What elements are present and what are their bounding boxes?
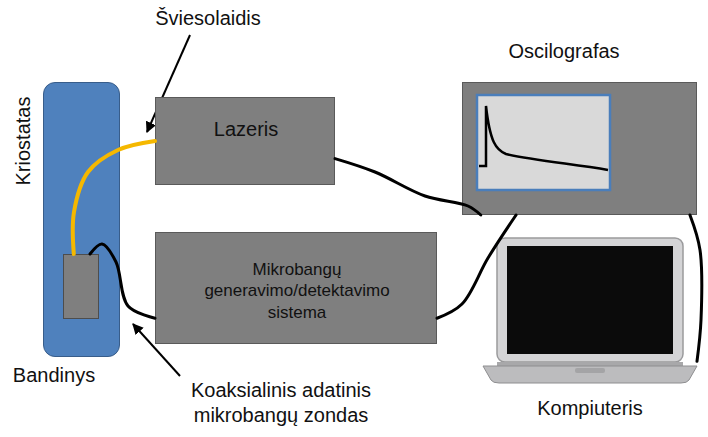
box-label: Lazeris — [214, 117, 278, 141]
microwave-system-box: Mikrobangų generavimo/detektavimo sistem… — [155, 232, 437, 344]
callout-label: Koaksialinis adatinis mikrobangų zondas — [166, 378, 396, 428]
data-cable — [690, 215, 702, 361]
callout-label: Šviesolaidis — [155, 6, 261, 30]
coaxial-probe-cable — [90, 244, 155, 318]
signal-cable — [437, 215, 516, 318]
laptop: Kompiuteris — [483, 238, 697, 383]
box-heading: Oscilografas — [508, 39, 619, 63]
box-label: Mikrobangų generavimo/detektavimo sistem… — [190, 259, 405, 323]
oscilloscope-box: Oscilografas — [462, 82, 697, 215]
box-heading: Bandinys — [13, 363, 95, 387]
oscilloscope-screen — [462, 82, 697, 215]
screen — [477, 95, 610, 190]
box-heading: Kompiuteris — [537, 396, 643, 420]
laser-box: Lazeris — [155, 97, 335, 185]
sample-box: Bandinys — [63, 254, 99, 319]
signal-trace — [479, 106, 608, 170]
signal-cable — [335, 159, 481, 215]
cryostat: KriostatasBandinys — [43, 82, 120, 357]
optical-fiber — [73, 141, 155, 254]
box-heading: Kriostatas — [11, 97, 35, 186]
laptop-picture — [483, 238, 697, 383]
